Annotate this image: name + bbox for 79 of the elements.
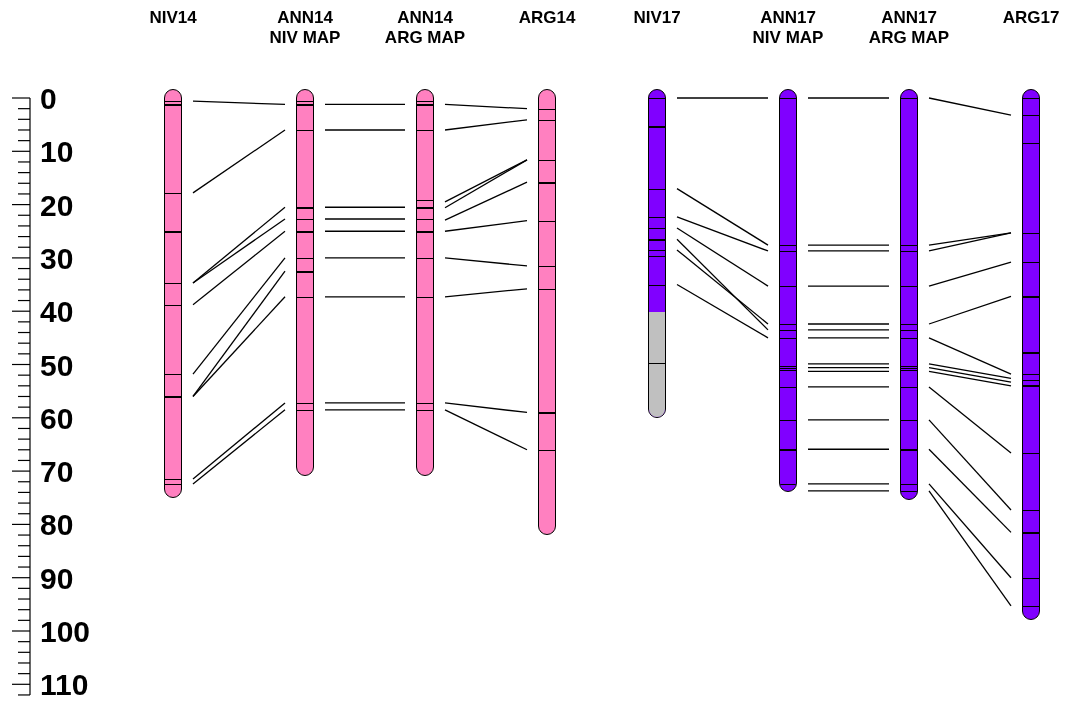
connector-line	[928, 232, 1012, 246]
connector-line	[192, 296, 286, 398]
scale-label: 70	[40, 457, 74, 488]
chromosome-label: ANN17 ARG MAP	[867, 8, 951, 48]
connector-line	[676, 283, 769, 339]
connector-line	[192, 230, 286, 306]
connector-line	[928, 448, 1012, 534]
connector-line	[807, 448, 890, 450]
connector-line	[807, 285, 890, 287]
scale-label: 80	[40, 510, 74, 541]
connector-line	[928, 370, 1012, 387]
connector-line	[807, 483, 890, 485]
connector-line	[928, 490, 1012, 607]
connector-line	[807, 386, 890, 388]
connector-line	[444, 409, 528, 451]
scale-label: 60	[40, 403, 74, 434]
connector-line	[324, 129, 406, 131]
chromosome-label: NIV17	[633, 8, 681, 28]
scale-label: 50	[40, 350, 74, 381]
connector-line	[324, 296, 406, 298]
chromosome-label: ANN17 NIV MAP	[751, 8, 825, 48]
connector-line	[324, 257, 406, 259]
scale-label: 0	[40, 84, 57, 114]
chromosome-label: ANN14 NIV MAP	[268, 8, 342, 48]
connector-line	[807, 490, 890, 492]
connector-line	[444, 219, 528, 232]
connector-line	[928, 261, 1012, 287]
connector-line	[192, 257, 286, 375]
connector-line	[324, 218, 406, 220]
chromosome-label: ARG14	[518, 8, 576, 28]
connector-line	[192, 218, 286, 284]
chromosome-label: ARG17	[1002, 8, 1060, 28]
connector-line	[676, 216, 769, 252]
chromosome-label: ANN14 ARG MAP	[383, 8, 467, 48]
connector-line	[444, 402, 528, 414]
connector-line	[676, 238, 769, 331]
connector-line	[807, 329, 890, 331]
scale-label: 30	[40, 243, 74, 274]
scale-label: 40	[40, 297, 74, 328]
connector-line	[444, 181, 528, 221]
chromosome-label: NIV14	[149, 8, 197, 28]
scale-label: 110	[40, 670, 89, 701]
connector-line	[676, 249, 769, 325]
connector-line	[807, 244, 890, 246]
connector-line	[928, 97, 1012, 116]
connector-line	[928, 337, 1012, 375]
connector-line	[192, 129, 286, 194]
connector-line	[676, 97, 769, 99]
connector-line	[807, 250, 890, 252]
connector-line	[324, 206, 406, 208]
connector-line	[928, 483, 1012, 579]
connector-line	[928, 295, 1012, 325]
connector-line	[928, 419, 1012, 511]
connector-line	[444, 119, 528, 131]
connector-line	[807, 337, 890, 339]
connector-line	[807, 419, 890, 421]
connector-line	[807, 370, 890, 373]
connector-line	[444, 288, 528, 298]
connector-line	[807, 363, 890, 365]
connector-line	[928, 363, 1012, 379]
connector-line	[807, 323, 890, 325]
connector-line	[324, 230, 406, 232]
connector-line	[928, 232, 1012, 252]
connector-line	[676, 227, 769, 287]
connector-line	[324, 402, 406, 404]
connector-line	[444, 257, 528, 267]
connector-line	[324, 103, 406, 106]
connector-line	[676, 187, 769, 246]
connector-line	[444, 103, 528, 110]
connector-line	[807, 367, 890, 369]
connector-line	[324, 409, 406, 411]
scale-label: 100	[40, 617, 91, 647]
scale-label: 10	[40, 137, 74, 168]
connector-line	[192, 100, 286, 106]
scale-label: 20	[40, 190, 74, 221]
connector-line	[928, 386, 1012, 454]
connector-line	[807, 97, 890, 99]
scale-label: 90	[40, 563, 74, 594]
connector-line	[928, 367, 1012, 383]
